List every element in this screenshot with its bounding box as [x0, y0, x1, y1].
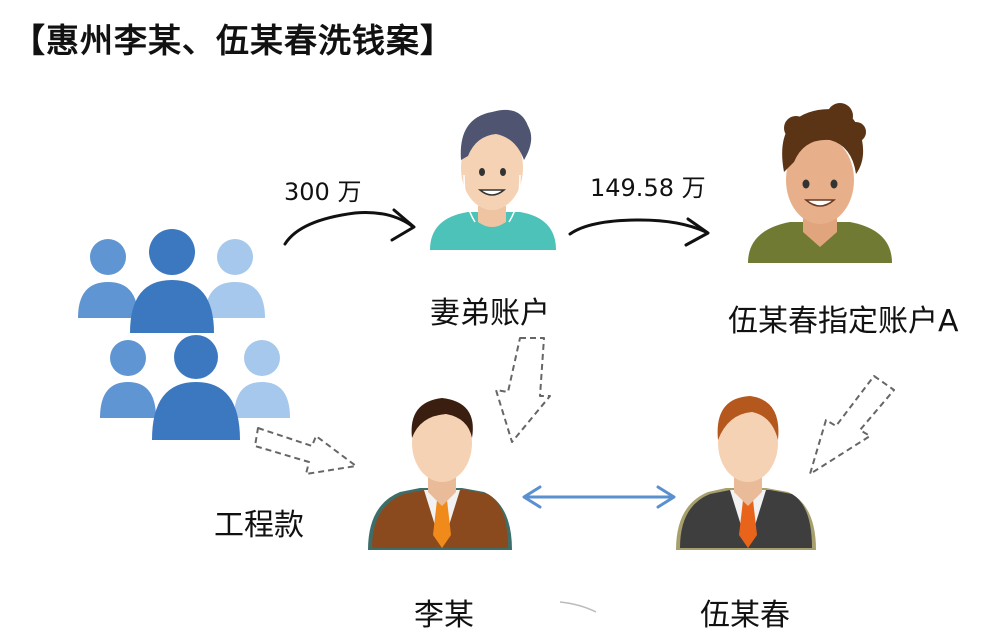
diagram-title: 【惠州李某、伍某春洗钱案】 [12, 21, 454, 60]
dashed-arrow-brother-to-li [495, 337, 551, 443]
dashed-arrow-crowd-to-li [254, 427, 357, 475]
businessman-brown-suit-icon [368, 398, 512, 550]
flow-arrow-brother-to-a [568, 218, 708, 236]
flow-arrow-crowd-to-brother-head [390, 208, 416, 242]
flow-arrow-crowd-to-brother [283, 211, 414, 246]
double-arrow-left-head [522, 485, 542, 509]
node-label-designated-account: 伍某春指定账户A [728, 304, 959, 339]
amount-label-149: 149.58 万 [590, 174, 706, 202]
double-arrow-right-head [656, 485, 676, 509]
flow-arrow-brother-to-a-head [684, 217, 710, 247]
node-label-brother-account: 妻弟账户 [430, 296, 550, 331]
people-group-icon [78, 229, 290, 440]
dashed-arrow-a-to-wu [809, 375, 895, 475]
young-man-avatar-icon [430, 109, 556, 250]
amount-label-300: 300 万 [284, 178, 362, 206]
node-label-project-funds: 工程款 [214, 508, 304, 543]
curly-hair-man-avatar-icon [748, 103, 892, 263]
decorative-stroke [559, 601, 597, 613]
node-label-li: 李某 [414, 598, 474, 633]
businessman-gray-suit-icon [676, 396, 816, 550]
node-label-wu: 伍某春 [700, 598, 790, 633]
